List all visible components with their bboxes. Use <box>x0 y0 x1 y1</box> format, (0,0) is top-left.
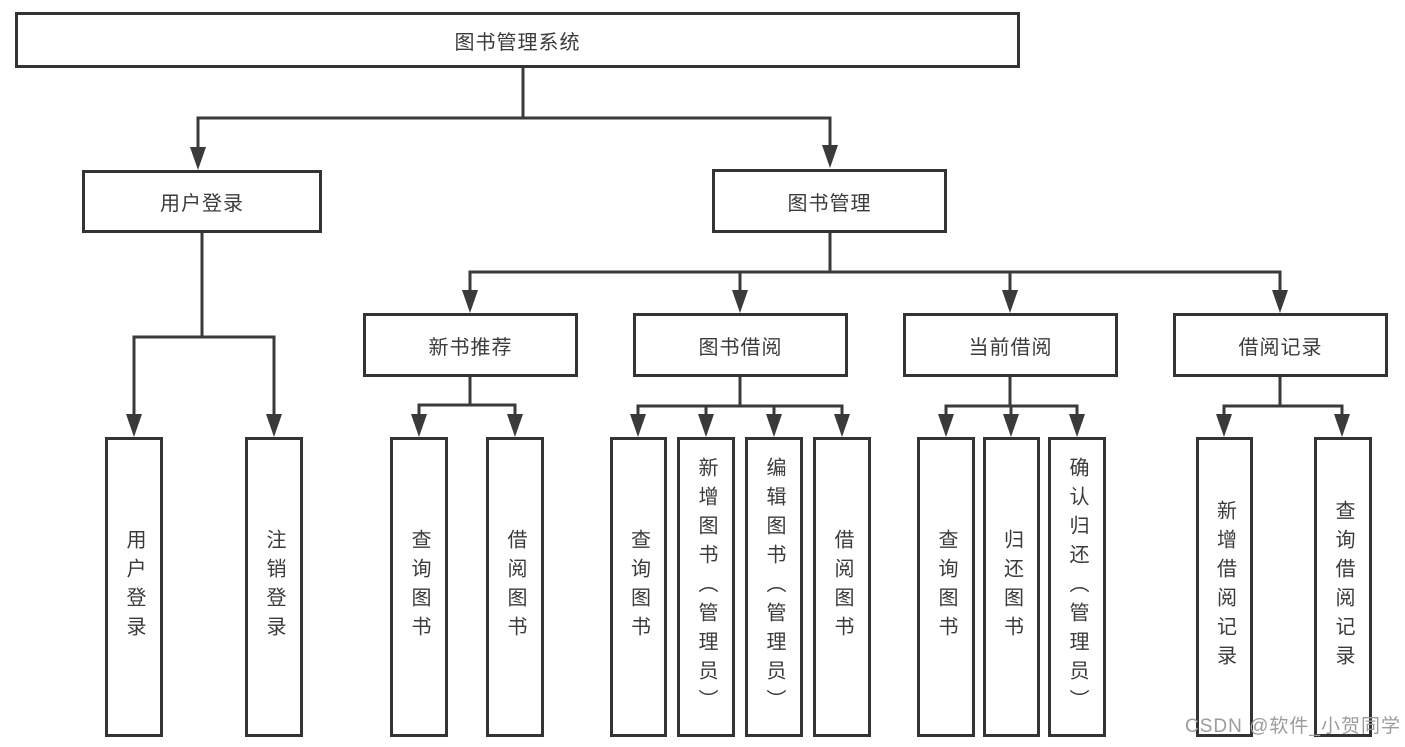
leaf-confirm-return-admin: 确认归还（管理员） <box>1048 437 1106 737</box>
node-user-login-branch: 用户登录 <box>82 170 322 233</box>
leaf-logout: 注销登录 <box>245 437 303 737</box>
leaf-query-borrow-record: 查询借阅记录 <box>1314 437 1372 737</box>
leaf-borrow-books: 借阅图书 <box>813 437 871 737</box>
leaf-add-borrow-record: 新增借阅记录 <box>1196 437 1253 737</box>
csdn-watermark: CSDN @软件_小贺同学 <box>1185 716 1401 737</box>
node-borrowing-records: 借阅记录 <box>1173 313 1388 377</box>
node-book-borrowing: 图书借阅 <box>633 313 848 377</box>
node-book-management-branch: 图书管理 <box>712 169 947 233</box>
node-new-book-recommendation: 新书推荐 <box>363 313 578 377</box>
leaf-add-books-admin: 新增图书（管理员） <box>677 437 735 737</box>
leaf-edit-books-admin: 编辑图书（管理员） <box>745 437 803 737</box>
leaf-user-login: 用户登录 <box>105 437 163 737</box>
leaf-return-books: 归还图书 <box>983 437 1040 737</box>
node-current-borrowing: 当前借阅 <box>903 313 1118 377</box>
leaf-query-books-borrow: 查询图书 <box>610 437 667 737</box>
leaf-borrow-books-rec: 借阅图书 <box>486 437 544 737</box>
leaf-query-books-current: 查询图书 <box>917 437 975 737</box>
leaf-query-books-rec: 查询图书 <box>390 437 448 737</box>
node-root-system: 图书管理系统 <box>15 12 1020 68</box>
